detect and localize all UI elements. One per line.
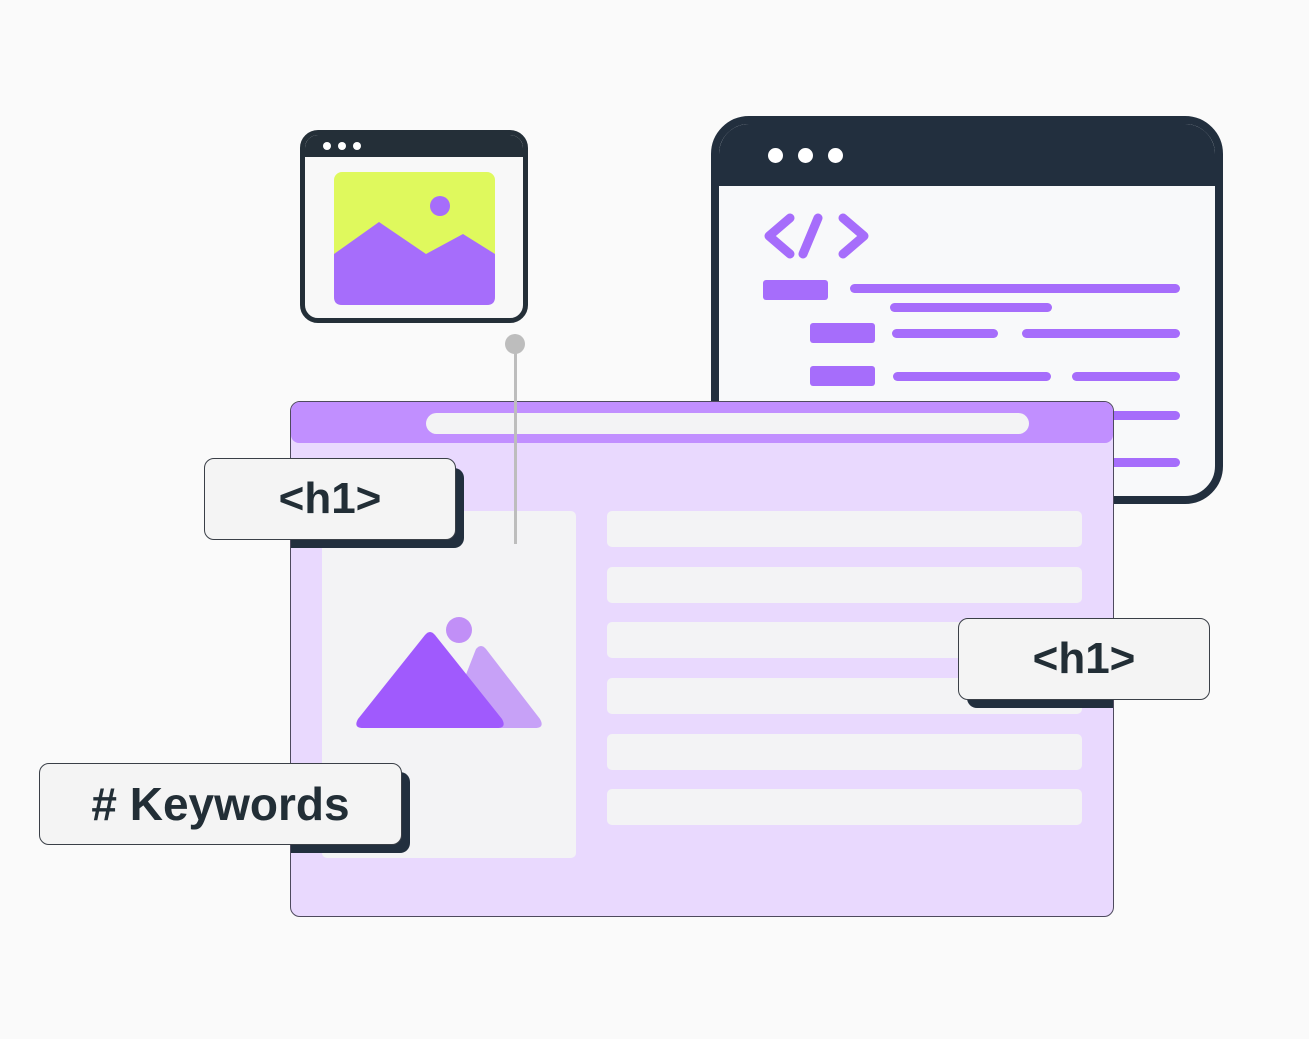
code-block bbox=[810, 323, 875, 343]
code-brackets-icon bbox=[764, 213, 869, 259]
window-dot-icon bbox=[353, 142, 361, 150]
window-dot-icon bbox=[338, 142, 346, 150]
mountain-image-icon bbox=[356, 617, 542, 728]
code-block bbox=[810, 366, 875, 386]
code-window-titlebar bbox=[719, 124, 1215, 186]
keywords-tag: # Keywords bbox=[39, 763, 402, 845]
main-window-titlebar bbox=[291, 402, 1113, 443]
window-dot-icon bbox=[798, 148, 813, 163]
code-block bbox=[763, 280, 828, 300]
text-row bbox=[607, 511, 1082, 547]
code-line bbox=[892, 329, 998, 338]
text-row bbox=[607, 734, 1082, 770]
code-line bbox=[1072, 372, 1180, 381]
h1-tag-right: <h1> bbox=[958, 618, 1210, 700]
window-dot-icon bbox=[323, 142, 331, 150]
pin-line bbox=[514, 350, 517, 544]
text-row bbox=[607, 789, 1082, 825]
h1-tag-left: <h1> bbox=[204, 458, 456, 540]
code-line bbox=[1072, 458, 1180, 467]
image-window bbox=[300, 130, 528, 323]
url-bar[interactable] bbox=[426, 413, 1029, 434]
window-dot-icon bbox=[828, 148, 843, 163]
text-row bbox=[607, 567, 1082, 603]
image-icon bbox=[334, 172, 495, 305]
code-line bbox=[1072, 411, 1180, 420]
window-dot-icon bbox=[768, 148, 783, 163]
image-window-titlebar bbox=[305, 135, 523, 157]
pin-head bbox=[505, 334, 525, 354]
code-line bbox=[890, 303, 1052, 312]
code-line bbox=[850, 284, 1180, 293]
code-line bbox=[1022, 329, 1180, 338]
code-line bbox=[893, 372, 1051, 381]
